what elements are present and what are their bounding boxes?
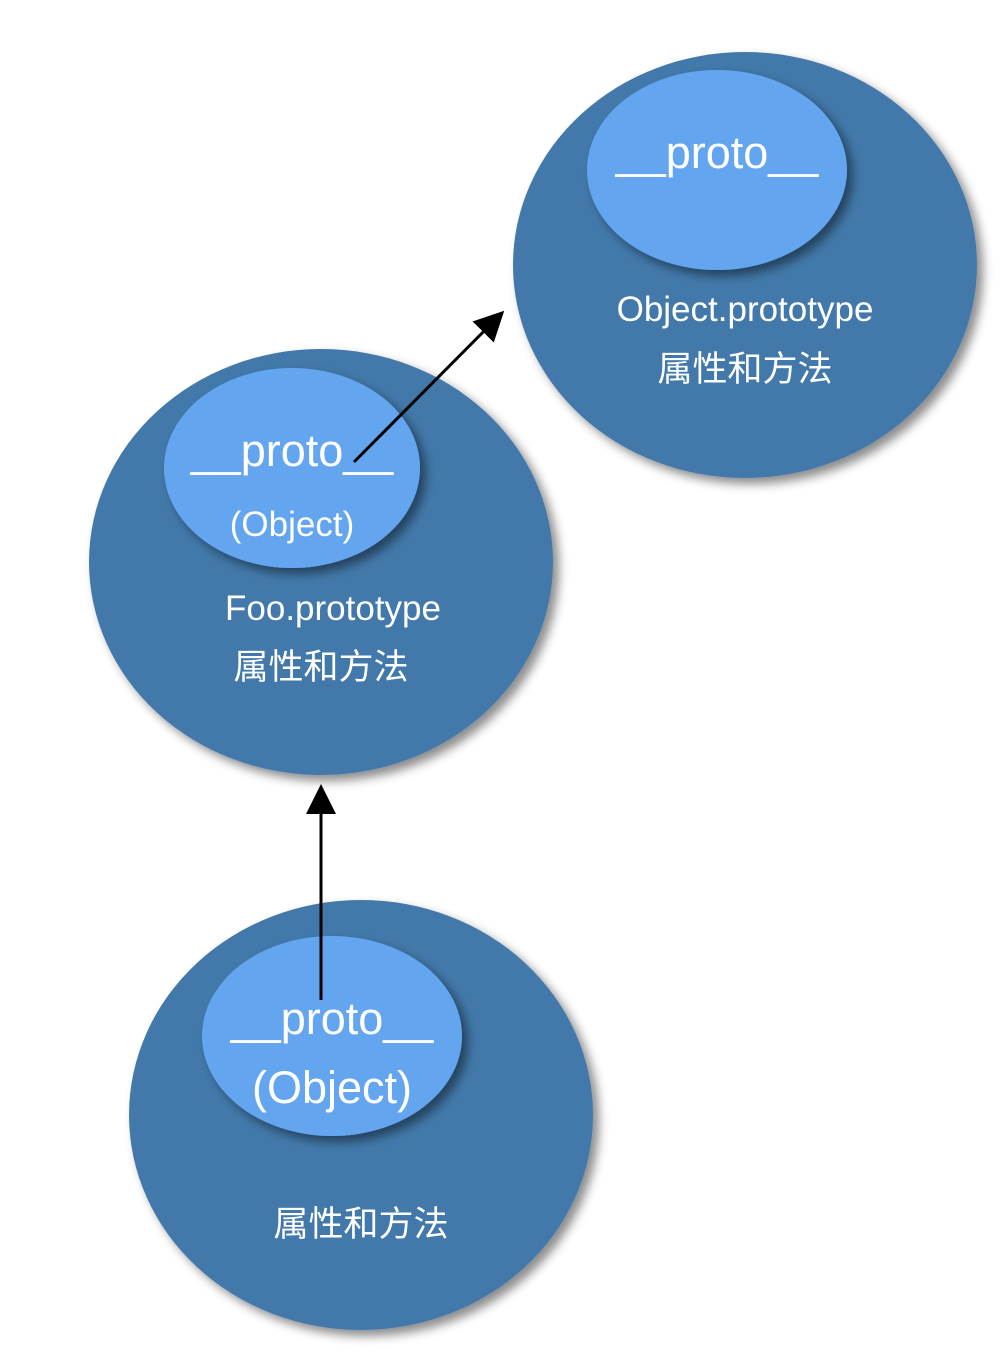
arrow-foo-to-object-prototype [352,310,505,464]
proto-ellipse [587,70,847,270]
node-label: Object.prototype [617,290,874,329]
instance-node: __proto__ (Object) 属性和方法 [129,900,593,1330]
proto-label: __proto__ [190,425,395,476]
node-sublabel: 属性和方法 [233,648,408,687]
proto-type-label: (Object) [230,505,354,544]
proto-ellipse [164,368,420,568]
proto-label: __proto__ [615,127,820,178]
node-sublabel: 属性和方法 [657,350,832,389]
foo-prototype-node: __proto__ (Object) Foo.prototype 属性和方法 [89,349,553,775]
proto-ellipse [202,936,462,1136]
proto-label: __proto__ [230,993,435,1044]
object-prototype-node: __proto__ Object.prototype 属性和方法 [513,52,977,478]
proto-type-label: (Object) [252,1062,412,1113]
node-sublabel: 属性和方法 [273,1205,448,1244]
node-label: Foo.prototype [225,589,441,628]
